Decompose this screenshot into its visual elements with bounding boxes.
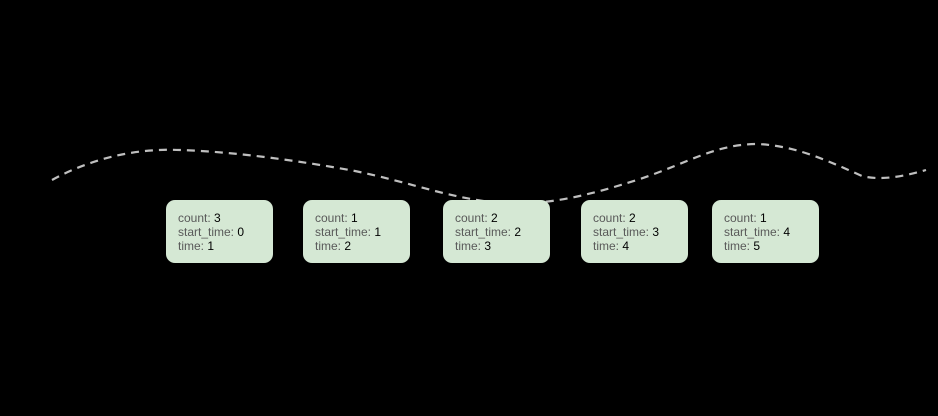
window-box-5: count: 1 start_time: 4 time: 5	[712, 200, 819, 263]
start-time-line: start_time: 1	[315, 225, 410, 239]
count-line: count: 1	[724, 211, 819, 225]
start-time-label: start_time:	[178, 224, 235, 239]
time-value: 1	[207, 238, 215, 253]
start-time-value: 4	[783, 224, 791, 239]
count-value: 3	[214, 210, 221, 225]
count-line: count: 2	[593, 211, 688, 225]
time-value: 2	[344, 238, 352, 253]
time-value: 3	[484, 238, 492, 253]
time-value: 5	[753, 238, 761, 253]
dashed-curve-path	[51, 142, 927, 205]
start-time-label: start_time:	[455, 224, 512, 239]
count-value: 1	[760, 210, 767, 225]
time-line: time: 2	[315, 239, 410, 253]
count-value: 2	[629, 210, 636, 225]
time-line: time: 5	[724, 239, 819, 253]
start-time-label: start_time:	[315, 224, 372, 239]
count-line: count: 2	[455, 211, 550, 225]
count-line: count: 3	[178, 211, 273, 225]
start-time-line: start_time: 4	[724, 225, 819, 239]
time-value: 4	[622, 238, 630, 253]
count-label: count:	[724, 210, 757, 225]
window-box-3: count: 2 start_time: 2 time: 3	[443, 200, 550, 263]
start-time-line: start_time: 0	[178, 225, 273, 239]
start-time-line: start_time: 2	[455, 225, 550, 239]
time-line: time: 1	[178, 239, 273, 253]
count-label: count:	[593, 210, 626, 225]
start-time-line: start_time: 3	[593, 225, 688, 239]
window-box-4: count: 2 start_time: 3 time: 4	[581, 200, 688, 263]
time-label: time:	[178, 238, 205, 253]
start-time-value: 0	[237, 224, 245, 239]
start-time-value: 2	[514, 224, 522, 239]
start-time-label: start_time:	[593, 224, 650, 239]
time-line: time: 3	[455, 239, 550, 253]
count-label: count:	[315, 210, 348, 225]
count-label: count:	[178, 210, 211, 225]
window-box-2: count: 1 start_time: 1 time: 2	[303, 200, 410, 263]
count-value: 1	[351, 210, 358, 225]
count-line: count: 1	[315, 211, 410, 225]
time-label: time:	[455, 238, 482, 253]
start-time-value: 3	[652, 224, 660, 239]
time-line: time: 4	[593, 239, 688, 253]
count-value: 2	[491, 210, 498, 225]
start-time-value: 1	[374, 224, 382, 239]
start-time-label: start_time:	[724, 224, 781, 239]
time-label: time:	[593, 238, 620, 253]
time-label: time:	[315, 238, 342, 253]
time-label: time:	[724, 238, 751, 253]
count-label: count:	[455, 210, 488, 225]
window-box-1: count: 3 start_time: 0 time: 1	[166, 200, 273, 263]
